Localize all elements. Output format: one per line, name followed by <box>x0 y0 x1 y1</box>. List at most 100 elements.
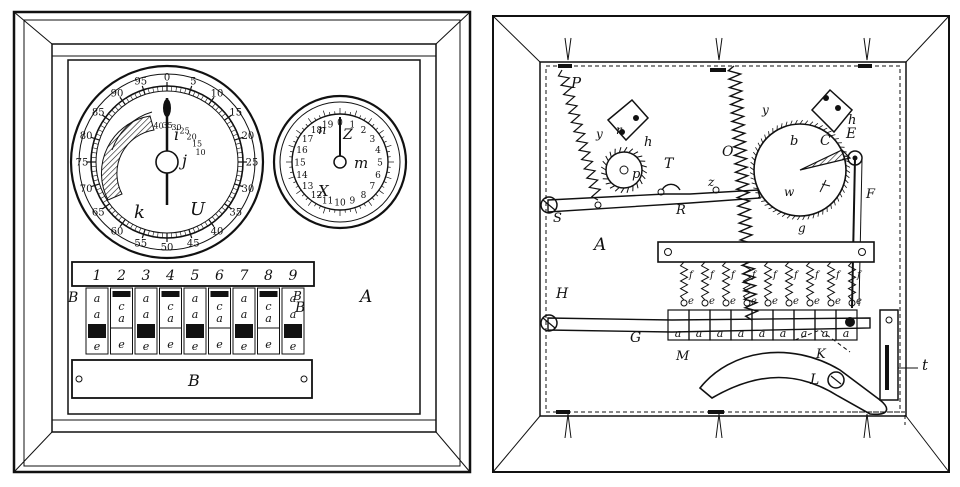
main-dial-tick-label: 75 <box>76 158 89 169</box>
small-dial-tick-label: 2 <box>361 126 367 136</box>
small-dial-hub <box>333 155 347 169</box>
key-spring <box>805 261 815 301</box>
small-dial-tick-label: 14 <box>296 171 308 181</box>
small-dial-tick-label: 19 <box>322 120 334 130</box>
main-dial-ticks <box>87 82 247 242</box>
back-frame-inner <box>539 61 907 417</box>
key-letter-e: e <box>192 340 199 353</box>
main-dial-tick-label: 0 <box>164 73 170 84</box>
label-w: w <box>784 185 795 199</box>
main-dial-tick-label: 85 <box>92 108 105 119</box>
front-panel <box>67 59 421 415</box>
label-Z: Z <box>342 127 353 143</box>
key-column <box>110 287 133 355</box>
label-B-right: B <box>294 300 305 316</box>
spring-label-e: e <box>688 296 694 307</box>
key-block-label: a <box>738 327 745 340</box>
label-t: t <box>922 356 929 374</box>
key-spring <box>679 261 689 301</box>
key-spring <box>721 261 731 301</box>
main-dial-tick-label: 5 <box>190 77 196 88</box>
inner-scale-label: 30 <box>171 123 181 132</box>
label-C: C <box>820 133 831 149</box>
back-view-figure: fefefefefefefefefe <box>492 15 950 473</box>
key-block-label: a <box>759 327 766 340</box>
label-y-right: y <box>761 103 769 117</box>
label-y-left: y <box>595 127 603 141</box>
key-letter-e: e <box>167 338 174 351</box>
label-z: z <box>707 175 715 189</box>
key-letter-a: a <box>143 308 150 321</box>
main-dial-tick-label: 80 <box>80 131 93 142</box>
front-frame-inner <box>51 43 437 433</box>
key-block-label: a <box>801 327 808 340</box>
key-letter-e: e <box>143 340 150 353</box>
key-block-label: a <box>717 327 724 340</box>
label-b: b <box>790 134 798 149</box>
front-frame-outer <box>12 10 472 474</box>
key-number: 4 <box>165 268 175 284</box>
key-column <box>257 287 280 355</box>
spring-bar <box>657 241 875 263</box>
small-dial-tick-label: 1 <box>349 120 355 130</box>
key-block-label: a <box>696 327 703 340</box>
main-dial-tick-label: 55 <box>134 238 147 249</box>
spring-label-f: f <box>730 270 737 281</box>
spring-label-e: e <box>709 296 715 307</box>
key-letter-e: e <box>265 338 272 351</box>
main-dial-tick-label: 65 <box>92 207 105 218</box>
spring-label-e: e <box>814 296 820 307</box>
spring-label-f: f <box>688 270 695 281</box>
label-R: R <box>675 203 686 218</box>
main-dial-tick-label: 30 <box>241 184 254 195</box>
small-dial: 012345678910111213141516171819 n Z m X <box>272 94 408 230</box>
small-dial-tick-label: 8 <box>361 191 367 201</box>
back-labels: P y r h T p O y h E C b w F g z S R A H … <box>553 74 929 388</box>
mounting-nails <box>556 37 872 439</box>
key-letter-a: a <box>241 308 248 321</box>
key-number: 5 <box>191 268 200 284</box>
label-g: g <box>798 221 806 235</box>
key-block-label: a <box>675 327 682 340</box>
lever-G <box>540 314 871 333</box>
back-frame-outer <box>492 15 950 473</box>
main-dial-tick-label: 70 <box>80 184 93 195</box>
small-dial-tick-label: 6 <box>375 171 381 181</box>
label-p: p <box>632 167 641 182</box>
small-dial-tick-label: 7 <box>369 182 375 192</box>
main-dial-tick-label: 50 <box>161 243 174 254</box>
key-letter-e: e <box>216 338 223 351</box>
rod-F <box>851 157 856 309</box>
inner-scale-label: 40 <box>153 122 163 131</box>
key-spring <box>826 261 836 301</box>
key-column <box>281 287 305 355</box>
spring-P <box>557 69 602 201</box>
key-spring <box>784 261 794 301</box>
key-springs: fefefefefefefefefe <box>679 261 863 307</box>
main-dial-tick-label: 60 <box>111 226 124 237</box>
label-H: H <box>555 286 569 302</box>
inner-scale-label: 15 <box>192 140 202 149</box>
key-letter-a: a <box>118 312 125 325</box>
key-letter-a: a <box>290 292 297 305</box>
key-letter-c: c <box>216 300 222 313</box>
label-O: O <box>722 144 734 160</box>
label-j: j <box>179 151 187 170</box>
key-letter-a: a <box>94 308 101 321</box>
spring-label-f: f <box>814 270 821 281</box>
small-dial-tick-label: 13 <box>302 182 314 192</box>
spring-O <box>726 65 760 321</box>
bottom-plate <box>71 359 313 399</box>
spring-label-e: e <box>793 296 799 307</box>
main-dial-tick-label: 40 <box>211 226 224 237</box>
label-G: G <box>630 330 641 346</box>
key-letter-a: a <box>143 292 150 305</box>
ratchet-wheel-left <box>600 98 681 194</box>
label-h-left: h <box>644 135 652 150</box>
key-letter-a: a <box>192 308 199 321</box>
key-letter-e: e <box>118 338 125 351</box>
